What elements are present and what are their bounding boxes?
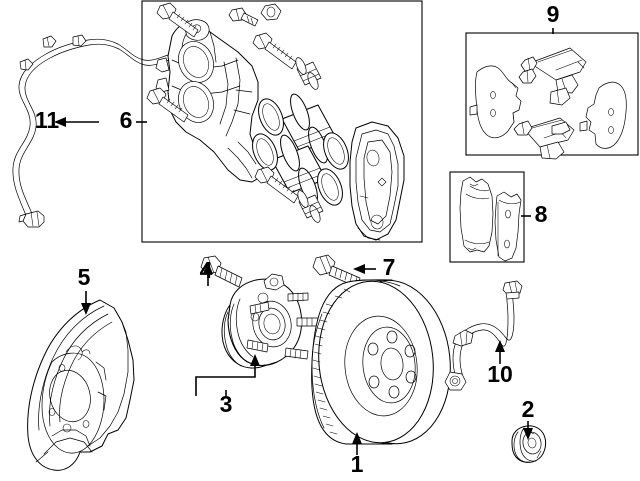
anti-rattle-clip-upper <box>518 47 587 106</box>
callout-label-5: 5 <box>78 264 91 290</box>
caliper-housing <box>155 19 267 183</box>
brake-caliper-assembly <box>146 2 405 241</box>
brake-pad-set <box>459 176 522 262</box>
callout-leader-1 <box>352 432 362 455</box>
caliper-bolt-lower <box>254 166 299 204</box>
callout-leader-3 <box>195 354 260 396</box>
callout-leader-10 <box>495 340 505 364</box>
caliper-guide-bushing-lower <box>297 190 324 223</box>
caliper-bleeder-screw <box>228 7 259 27</box>
callout-leader-11 <box>54 117 99 127</box>
callout-label-9: 9 <box>547 1 560 27</box>
brake-rotor-disc <box>311 279 451 445</box>
callout-label-6: 6 <box>120 107 133 133</box>
caliper-bolt-top-left <box>156 2 199 38</box>
callout-leader-4 <box>203 262 213 286</box>
axle-spindle-nut <box>511 425 547 463</box>
callout-leader-7 <box>353 264 376 274</box>
callout-label-3: 3 <box>220 391 233 417</box>
callout-leader-5 <box>81 291 91 315</box>
caliper-guide-bushing-upper <box>295 57 322 90</box>
wheel-hub-and-bearing <box>221 273 321 369</box>
anti-rattle-clip-lower <box>513 117 575 160</box>
caliper-bolt-mid-left <box>146 87 189 123</box>
caliper-mounting-bracket <box>349 121 405 241</box>
callout-label-7: 7 <box>383 254 396 280</box>
callout-label-11: 11 <box>35 107 60 133</box>
piston-seal-rings <box>252 98 349 206</box>
pad-group-box <box>449 171 525 263</box>
callout-label-1: 1 <box>351 451 364 477</box>
callout-label-4: 4 <box>200 257 213 283</box>
caliper-bolt-upper-right <box>252 32 297 70</box>
callout-label-10: 10 <box>487 361 513 387</box>
callout-label-2: 2 <box>522 396 535 422</box>
rotor-vane-band <box>311 288 351 435</box>
brake-splash-shield <box>27 299 135 471</box>
callout-leader-2 <box>523 421 533 440</box>
wheel-studs <box>246 292 321 360</box>
brake-hydraulic-hose <box>444 280 523 391</box>
pad-hardware-kit <box>469 47 627 160</box>
caliper-dust-cap <box>260 3 282 21</box>
callout-label-8: 8 <box>535 201 548 227</box>
